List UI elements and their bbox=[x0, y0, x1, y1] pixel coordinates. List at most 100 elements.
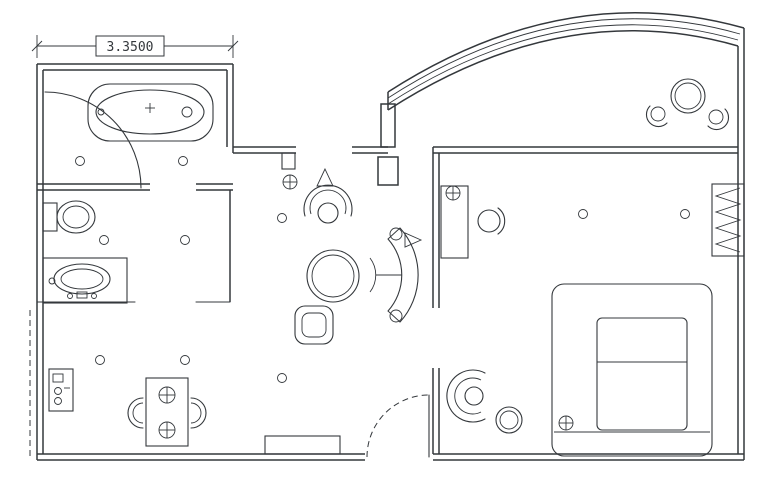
bench bbox=[264, 435, 341, 455]
pier bbox=[380, 103, 396, 148]
bay-table-inner bbox=[674, 82, 702, 110]
dresser-chair-left-inner bbox=[132, 402, 144, 424]
sofa-seat-front bbox=[369, 257, 377, 293]
panel-knob-1-icon bbox=[54, 387, 62, 395]
vanity-counter bbox=[42, 257, 128, 304]
dresser-knob-1-icon bbox=[158, 386, 176, 404]
ceiling-lights bbox=[75, 156, 690, 383]
dresser-chair-right-inner bbox=[190, 402, 202, 424]
cross-circle-marker-3-icon bbox=[558, 415, 574, 431]
toilet-bowl-outer bbox=[56, 200, 96, 234]
bay-chair-right-seat bbox=[708, 109, 724, 125]
bed-duvet bbox=[596, 317, 688, 431]
dresser bbox=[127, 377, 207, 447]
panel-inset bbox=[52, 373, 64, 383]
desk-chair-back bbox=[497, 207, 506, 235]
side-table-outer bbox=[495, 406, 523, 434]
armchair-back-outer bbox=[303, 184, 353, 217]
direction-arrow-right-icon bbox=[404, 232, 423, 248]
wall-panel bbox=[48, 368, 74, 412]
toilet bbox=[42, 200, 96, 234]
sofa-armrest-top-icon bbox=[389, 227, 403, 241]
sofa-back-outer bbox=[399, 227, 419, 323]
cross-circle-marker-2-icon bbox=[445, 185, 461, 201]
column-block bbox=[377, 156, 399, 186]
lounge-chair bbox=[446, 369, 486, 423]
ceiling-light-icon bbox=[277, 373, 287, 383]
curtain-wall-arc-3 bbox=[387, 18, 741, 99]
sofa-arm-bottom bbox=[387, 310, 401, 323]
ottoman bbox=[294, 305, 334, 345]
bay-table-outer bbox=[670, 78, 706, 114]
sink-tap-left-icon bbox=[67, 293, 73, 299]
lounge-chair-back-outer bbox=[446, 369, 486, 423]
bay-chair-left-back bbox=[646, 105, 668, 127]
ottoman-inner bbox=[301, 312, 327, 338]
ceiling-light-icon bbox=[178, 156, 188, 166]
curtain-wall-arc-4 bbox=[387, 12, 745, 93]
radiator bbox=[711, 183, 745, 257]
ceiling-light-icon bbox=[680, 209, 690, 219]
bed bbox=[551, 283, 713, 457]
ceiling-light-icon bbox=[95, 355, 105, 365]
dresser-outline bbox=[145, 377, 189, 447]
ceiling-light-icon bbox=[99, 235, 109, 245]
desk-chair bbox=[477, 207, 506, 235]
direction-arrow-up-icon bbox=[316, 167, 334, 187]
sink-drain-icon bbox=[48, 277, 56, 285]
dresser-knob-2-icon bbox=[158, 421, 176, 439]
dimension-text: 3.3500 bbox=[107, 40, 154, 55]
ceiling-light-icon bbox=[277, 213, 287, 223]
armchair-back-inner bbox=[309, 189, 347, 215]
dimension-annotation: 3.3500 bbox=[31, 35, 239, 58]
radiator-outline bbox=[711, 183, 745, 257]
sink-faucet bbox=[76, 291, 88, 299]
dimension-text-box bbox=[95, 35, 165, 57]
dresser-chair-left-outer bbox=[127, 397, 144, 429]
curved-sofa bbox=[369, 227, 419, 323]
ceiling-light-icon bbox=[578, 209, 588, 219]
bed-outline bbox=[551, 283, 713, 457]
round-table-outer bbox=[306, 249, 360, 303]
bay-table bbox=[670, 78, 706, 114]
dimension-tick-right bbox=[227, 40, 239, 52]
panel-outline bbox=[48, 368, 74, 412]
curtain-wall-arc-1 bbox=[387, 30, 739, 111]
bay-chair-left bbox=[646, 105, 668, 127]
panel-knob-2-icon bbox=[54, 397, 62, 405]
sofa-arm-top bbox=[387, 227, 401, 240]
desk bbox=[440, 185, 469, 259]
interior-walls bbox=[29, 103, 738, 456]
dresser-chair-right-outer bbox=[190, 397, 207, 429]
door-jamb-block bbox=[281, 152, 296, 170]
door-swing-arc bbox=[366, 394, 430, 458]
exterior-walls bbox=[36, 28, 745, 461]
bathtub-basin bbox=[95, 89, 205, 135]
shower-screen-arc bbox=[44, 91, 142, 189]
toilet-tank bbox=[42, 202, 58, 232]
bay-chair-right-back bbox=[707, 108, 729, 130]
ceiling-light-icon bbox=[180, 355, 190, 365]
radiator-coil bbox=[714, 187, 742, 253]
curtain-wall-arc-2 bbox=[387, 24, 739, 105]
lounge-chair-seat bbox=[464, 386, 484, 406]
round-table bbox=[306, 249, 360, 303]
vanity-sink bbox=[42, 257, 128, 304]
sink-tap-right-icon bbox=[91, 293, 97, 299]
side-table-inner bbox=[499, 410, 519, 430]
bathtub-drain-icon bbox=[181, 106, 193, 118]
lounge-chair-back-inner bbox=[454, 377, 482, 415]
side-table bbox=[495, 406, 523, 434]
armchair-seat bbox=[317, 202, 339, 224]
toilet-bowl-inner bbox=[62, 205, 90, 229]
desk-chair-seat bbox=[477, 209, 501, 233]
entry-door-swing bbox=[366, 394, 430, 458]
ceiling-light-icon bbox=[75, 156, 85, 166]
desk-top bbox=[440, 185, 469, 259]
bathtub bbox=[87, 83, 214, 142]
bathtub-outline bbox=[87, 83, 214, 142]
ceiling-light-icon bbox=[180, 235, 190, 245]
cross-circle-marker-1-icon bbox=[282, 174, 298, 190]
